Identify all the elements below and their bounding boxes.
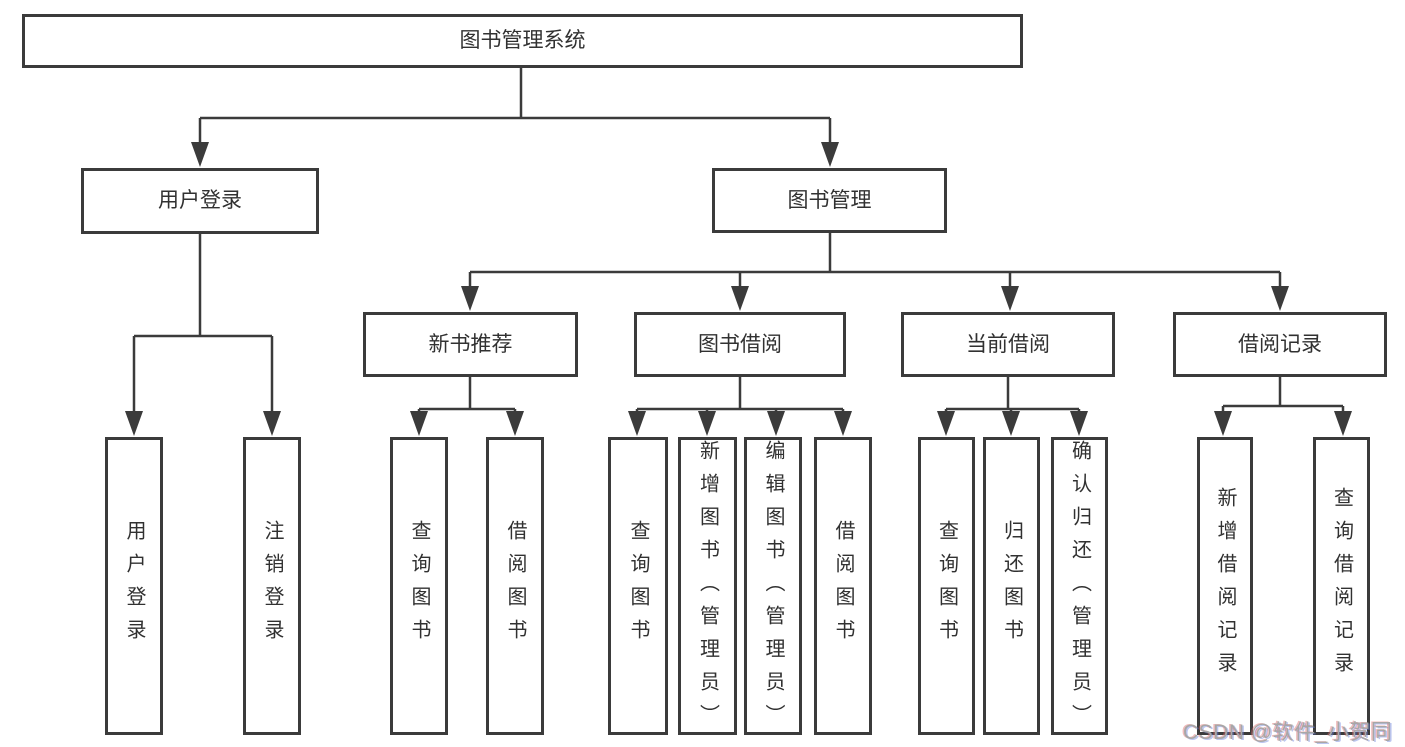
leaf-add-books-admin: 新增图书（管理员） [678,437,737,737]
leaf-add-borrow-record: 新增借阅记录 [1197,437,1253,735]
leaf-borrow-books-2: 借阅图书 [814,437,872,735]
leaf-query-books-3: 查询图书 [918,437,975,735]
leaf-edit-books-admin: 编辑图书（管理员） [744,437,802,737]
leaf-query-borrow-record: 查询借阅记录 [1313,437,1370,735]
node-user-login: 用户登录 [81,168,319,234]
node-library-system: 图书管理系统 [22,14,1023,68]
node-book-management: 图书管理 [712,168,947,233]
node-new-book-recommendation: 新书推荐 [363,312,578,377]
arrowheads [125,142,1352,436]
leaf-borrow-books: 借阅图书 [486,437,544,735]
leaf-return-books: 归还图书 [983,437,1040,735]
leaf-query-books-2: 查询图书 [608,437,668,735]
leaf-user-login: 用户登录 [105,437,163,735]
node-borrowing-records: 借阅记录 [1173,312,1387,377]
leaf-query-books: 查询图书 [390,437,448,735]
leaf-confirm-return-admin: 确认归还（管理员） [1051,437,1108,737]
node-book-borrowing: 图书借阅 [634,312,846,377]
node-current-borrowing: 当前借阅 [901,312,1115,377]
leaf-logout: 注销登录 [243,437,301,735]
csdn-watermark: CSDN @软件_小贺同学 [1183,721,1393,744]
